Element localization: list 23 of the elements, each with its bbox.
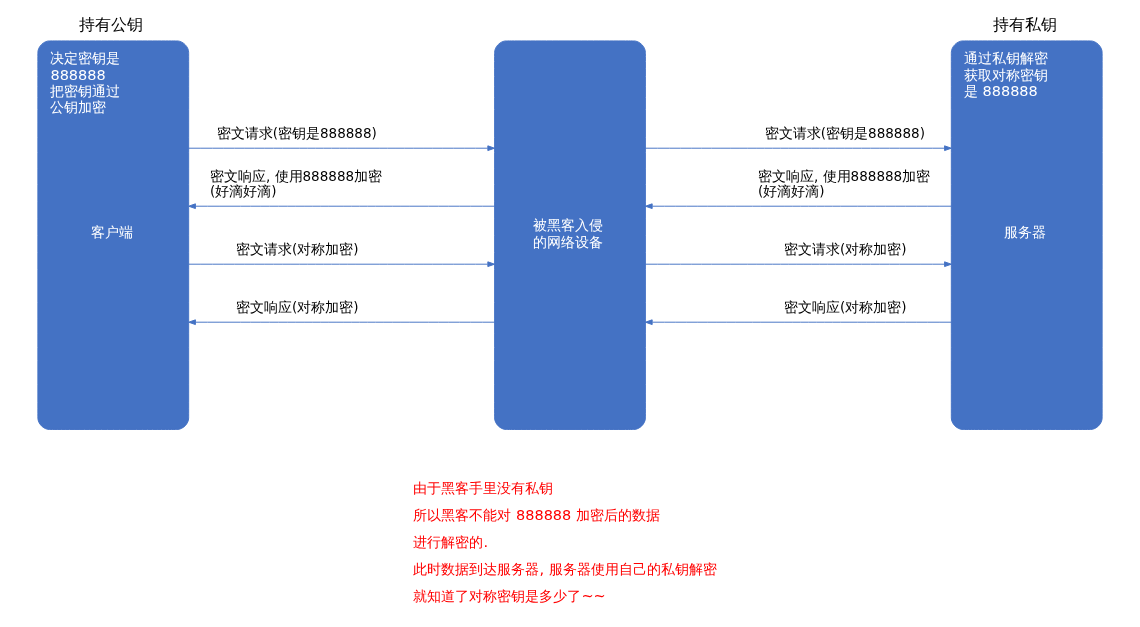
edge-label: 密文响应(对称加密): [236, 299, 359, 316]
label: 由于黑客手里没有私钥: [413, 479, 554, 496]
edge-label: 密文响应(对称加密): [784, 299, 907, 316]
arrow: [188, 145, 496, 152]
label: 就知道了对称密钥是多少了~~: [413, 588, 606, 605]
node-label: 持有公钥: [79, 15, 144, 35]
arrow: [644, 145, 952, 152]
edge-label: 密文请求(对称加密): [236, 241, 359, 258]
arrow: [644, 203, 952, 210]
edge-label: 密文响应, 使用888888加密(好滴好滴): [209, 168, 383, 199]
label: 此时数据到达服务器, 服务器使用自己的私钥解密: [413, 561, 717, 578]
edge-label: 密文请求(密钥是888888): [764, 125, 925, 142]
arrow: [188, 319, 496, 326]
arrow: [188, 203, 496, 210]
label: 进行解密的.: [413, 533, 489, 550]
edge-label: 密文请求(对称加密): [784, 241, 907, 258]
arrow: [644, 319, 952, 326]
arrow: [644, 261, 952, 268]
node-label: 持有私钥: [992, 15, 1057, 35]
label: 所以黑客不能对 888888 加密后的数据: [413, 506, 660, 523]
edge-label: 密文响应, 使用888888加密(好滴好滴): [758, 168, 931, 199]
arrow: [188, 261, 496, 268]
edge-label: 密文请求(密钥是888888): [216, 125, 377, 142]
